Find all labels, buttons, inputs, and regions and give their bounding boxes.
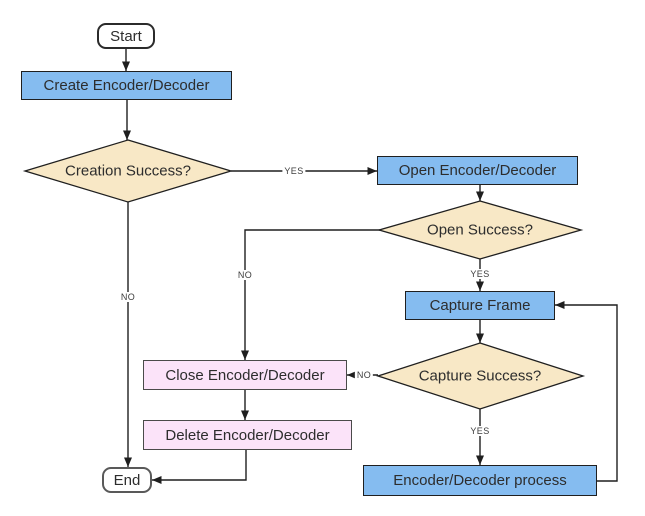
open-success-decision-label: Open Success? (427, 221, 533, 239)
capture-yes-label: YES (468, 426, 492, 436)
delete-encoder-decoder-node: Delete Encoder/Decoder (143, 420, 352, 450)
capture-no-label: NO (354, 370, 374, 380)
close-encoder-decoder-node: Close Encoder/Decoder (143, 360, 347, 390)
open-success-decision-shape (376, 200, 584, 260)
create-encoder-decoder-node: Create Encoder/Decoder (21, 71, 232, 100)
capture-frame-node: Capture Frame (405, 291, 555, 320)
edge-open-no (241, 229, 380, 360)
creation-yes-label: YES (282, 166, 306, 176)
capture-success-decision-label: Capture Success? (418, 367, 542, 385)
open-yes-label: YES (468, 269, 492, 279)
creation-no-label: NO (118, 292, 138, 302)
end-node: End (102, 467, 152, 493)
edge-delete-to-end (152, 450, 247, 484)
creation-success-decision-shape (22, 139, 234, 203)
open-no-label: NO (235, 270, 255, 280)
creation-success-decision-label: Creation Success? (65, 162, 191, 180)
start-node: Start (97, 23, 155, 49)
open-encoder-decoder-node: Open Encoder/Decoder (377, 156, 578, 185)
encoder-decoder-process-node: Encoder/Decoder process (363, 465, 597, 496)
capture-success-decision-shape (375, 342, 586, 410)
edge-process-loop-to-capture (555, 301, 618, 482)
